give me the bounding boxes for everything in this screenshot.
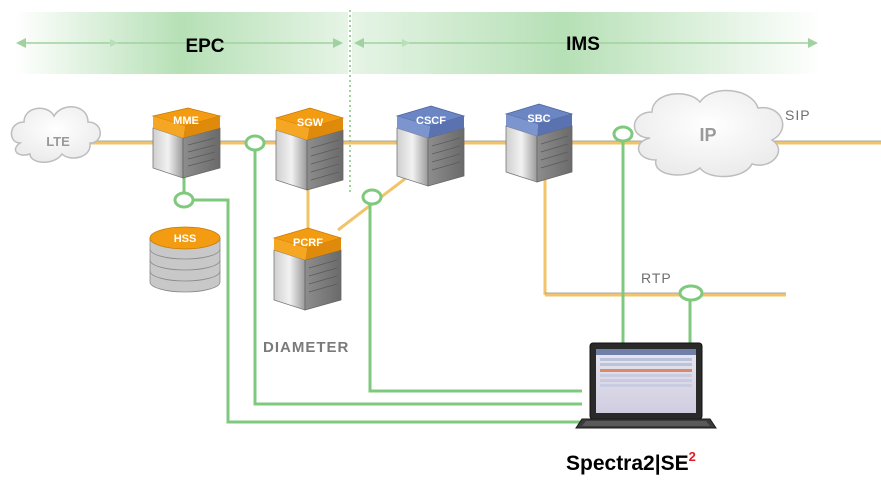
sgw-label: SGW [297, 117, 324, 129]
epc-band: EPC [15, 12, 348, 74]
ip-cloud-label: IP [699, 125, 716, 145]
pcrf-label: PCRF [293, 237, 323, 249]
cscf-node: CSCF [395, 105, 466, 187]
sip-label: SIP [785, 107, 811, 123]
product-superscript: 2 [689, 449, 696, 464]
ims-band: IMS [352, 12, 822, 74]
mme-node: MME [151, 107, 222, 179]
sbc-label: SBC [527, 113, 550, 125]
ims-label: IMS [566, 34, 600, 55]
probe-taps [173, 125, 704, 302]
ip-cloud: IP [633, 89, 784, 178]
svg-text:Spectra2|SE2: Spectra2|SE2 [566, 449, 696, 475]
hss-database: HSS [149, 226, 221, 293]
epc-label: EPC [185, 36, 224, 57]
product-name: Spectra2|SE2 [566, 449, 696, 475]
mme-label: MME [173, 115, 199, 127]
sbc-node: SBC [504, 103, 574, 183]
product-name-text: Spectra2|SE [566, 452, 689, 475]
rtp-label: RTP [641, 270, 672, 286]
pcrf-node: PCRF [272, 227, 343, 311]
sgw-node: SGW [274, 107, 345, 191]
diameter-label: DIAMETER [263, 339, 349, 356]
lte-cloud: LTE [10, 106, 101, 163]
cscf-label: CSCF [416, 115, 446, 127]
laptop-icon [575, 342, 717, 429]
lte-cloud-label: LTE [46, 134, 70, 149]
hss-label: HSS [174, 233, 197, 245]
